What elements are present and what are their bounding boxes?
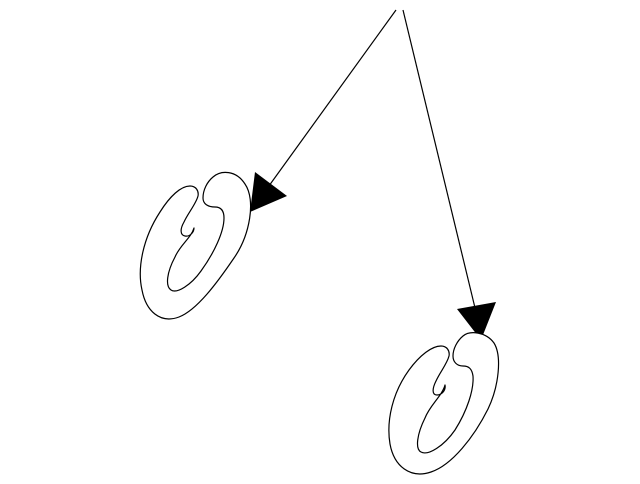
c-clip-left (139, 171, 252, 320)
arrow-line-right (402, 9, 477, 313)
arrowhead-right (457, 302, 496, 340)
arrow-line-left (265, 9, 397, 191)
c-clip-right (388, 332, 500, 475)
arrow-to-right-clip (402, 9, 496, 340)
arrowhead-left (250, 172, 287, 212)
arrow-to-left-clip (250, 9, 397, 212)
